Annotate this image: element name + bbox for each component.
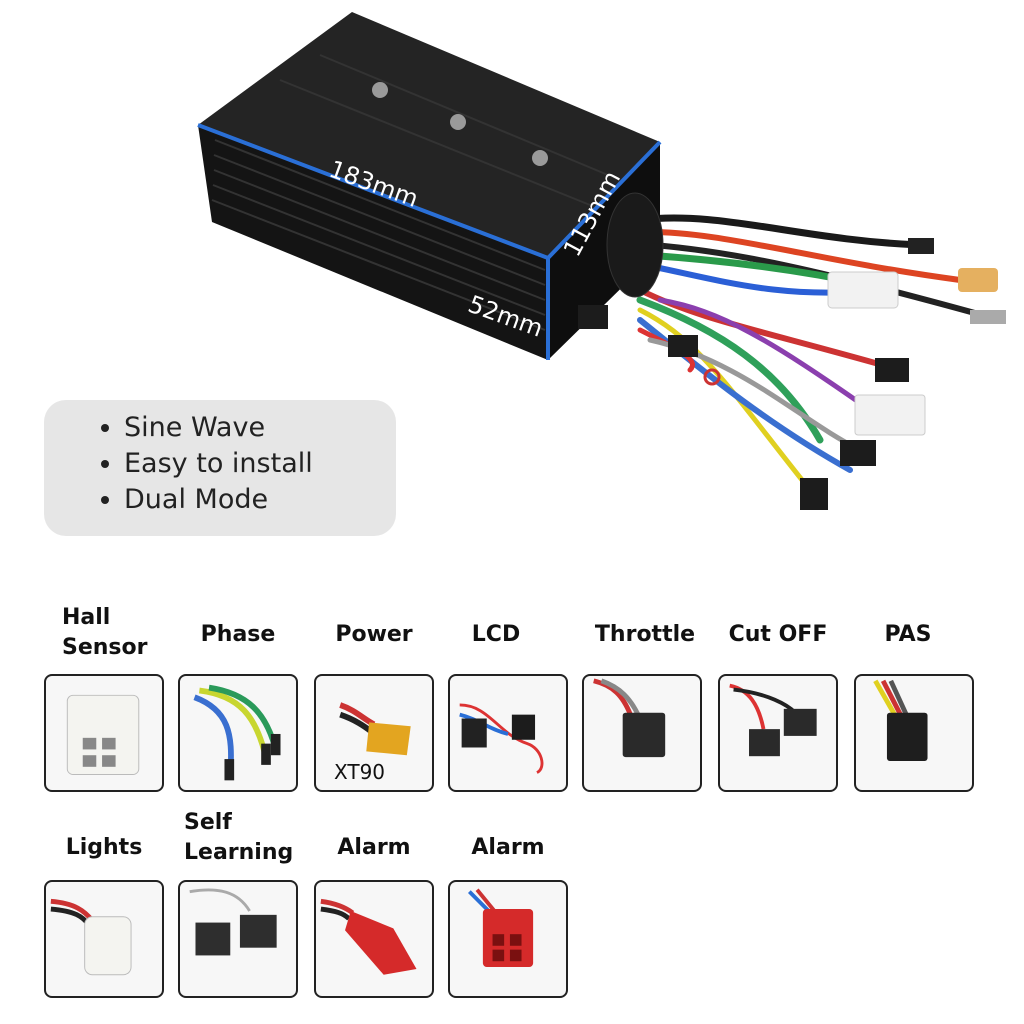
connector-image-lights [44, 880, 164, 998]
connector-image-hall-sensor [44, 674, 164, 792]
connector-image-alarm-2 [448, 880, 568, 998]
connector-image-phase [178, 674, 298, 792]
connector-image-power: XT90 [314, 674, 434, 792]
connector-label-alarm-1: Alarm [337, 835, 411, 860]
controller-illustration [197, 12, 1006, 510]
connector-image-cut-off [718, 674, 838, 792]
features-panel: Sine Wave Easy to install Dual Mode [44, 400, 396, 536]
connector-label-lcd: LCD [471, 622, 521, 647]
connector-image-self-learning [178, 880, 298, 998]
connector-label-pas: PAS [884, 622, 932, 647]
features-list: Sine Wave Easy to install Dual Mode [44, 400, 396, 518]
connector-label-alarm-2: Alarm [471, 835, 545, 860]
wire-connectors [668, 238, 1006, 510]
connector-image-lcd [448, 674, 568, 792]
connector-label-power: Power [335, 622, 413, 647]
connector-label-throttle: Throttle [594, 622, 696, 647]
connector-label-cut-off: Cut OFF [728, 622, 828, 647]
power-connector-caption: XT90 [334, 760, 386, 784]
connector-image-throttle [582, 674, 702, 792]
feature-item: Easy to install [124, 446, 396, 482]
feature-item: Sine Wave [124, 410, 396, 446]
connector-label-lights: Lights [65, 835, 143, 860]
controller-box [197, 12, 664, 360]
connector-label-phase: Phase [200, 622, 276, 647]
connector-image-pas [854, 674, 974, 792]
feature-item: Dual Mode [124, 482, 396, 518]
connector-image-alarm-1 [314, 880, 434, 998]
